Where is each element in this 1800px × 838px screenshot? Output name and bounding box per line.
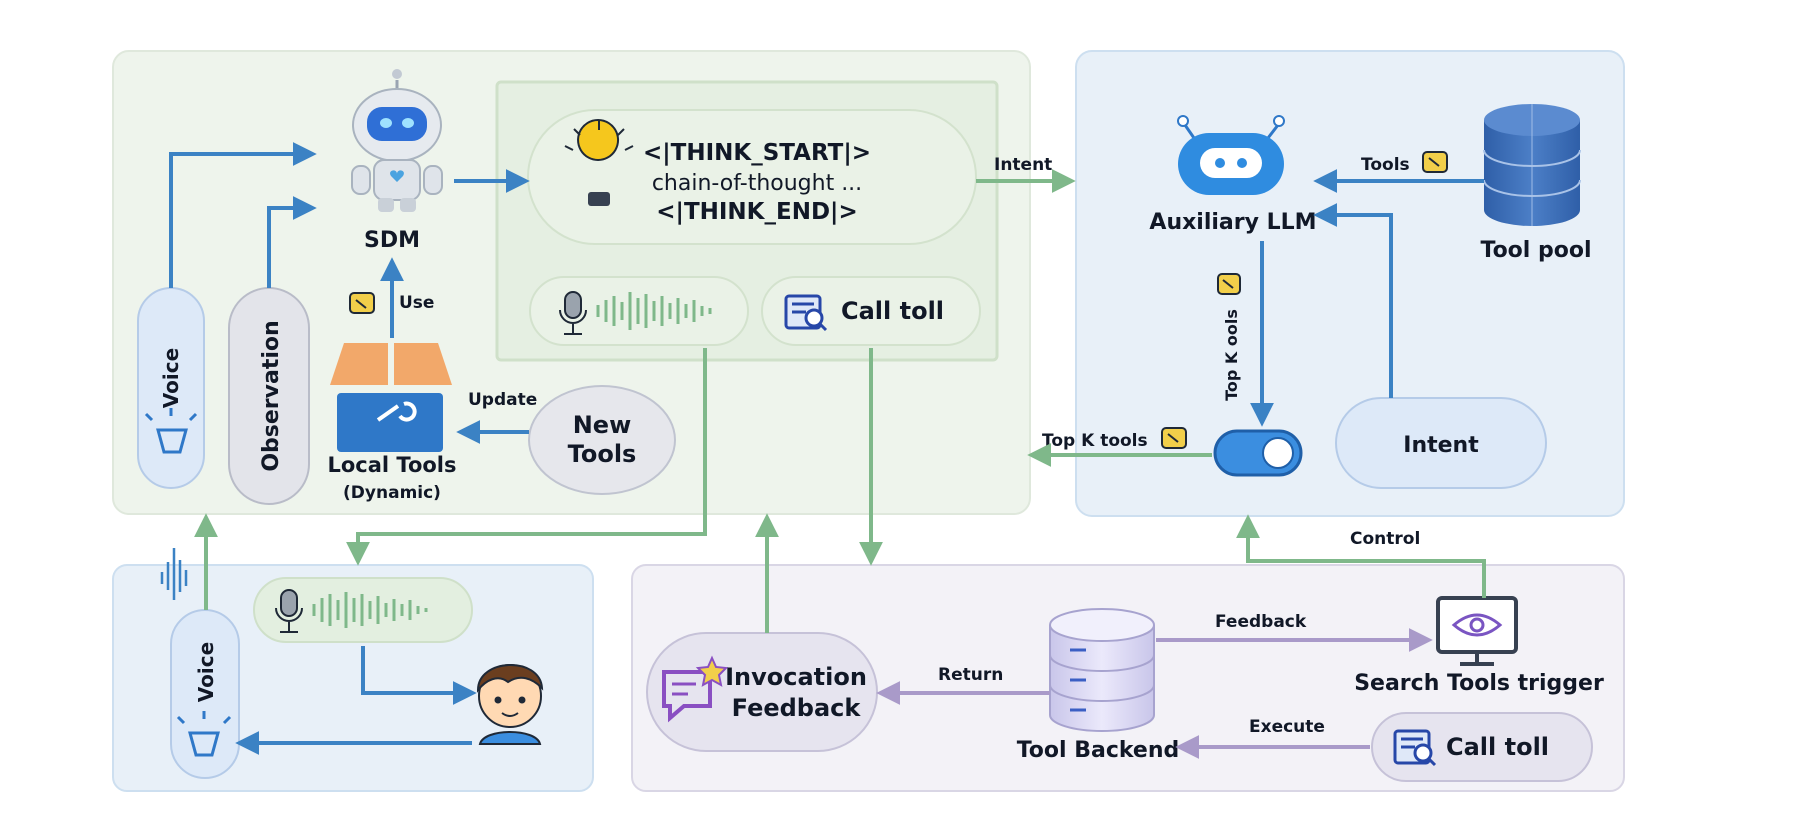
- user-voice-label: Voice: [194, 642, 218, 702]
- green-arrows: [194, 169, 1486, 633]
- call-tool-label: Call toll: [841, 297, 944, 325]
- tool-backend-database-icon: [1049, 608, 1155, 732]
- voice-to-user-panel-arrow: [346, 348, 707, 566]
- waveform-icon: [596, 292, 712, 330]
- voice-input-label: Voice: [159, 348, 183, 408]
- tools-label: Tools: [1361, 155, 1410, 175]
- microphone-icon: [559, 291, 587, 335]
- top-k-vertical-label: Top K ools: [1222, 309, 1241, 401]
- control-arrow: [1236, 514, 1486, 598]
- intent-label: Intent: [1403, 433, 1479, 458]
- tool-backend-label: Tool Backend: [1017, 738, 1180, 763]
- user-avatar-icon: [476, 664, 544, 745]
- think-start-token: <|THINK_START|>: [643, 140, 871, 166]
- blue-arrows: [169, 142, 1484, 755]
- observation-label: Observation: [259, 320, 284, 471]
- tool-pool-database-icon: [1483, 104, 1581, 226]
- user-speaker-icon: [176, 711, 232, 757]
- feedback-chat-icon: [662, 655, 729, 723]
- auxiliary-llm-robot-icon: [1177, 115, 1285, 195]
- purple-arrows: [876, 628, 1433, 759]
- local-tools-label: Local Tools: [327, 453, 456, 477]
- invocation-feedback-line1: Invocation: [725, 663, 867, 691]
- execute-label: Execute: [1249, 717, 1325, 737]
- intent-to-llm-arrow: [1313, 203, 1393, 398]
- update-label: Update: [468, 390, 537, 410]
- intent-pill: [1335, 397, 1547, 489]
- invocation-feedback-line2: Feedback: [732, 694, 862, 722]
- chain-of-thought-text: chain-of-thought ...: [652, 171, 862, 196]
- think-end-token: <|THINK_END|>: [656, 199, 857, 225]
- new-tools-node: [528, 385, 676, 495]
- sound-wave-icon: [160, 548, 188, 600]
- lightbulb-icon: [564, 119, 634, 206]
- tool-badge-icon: [349, 292, 375, 314]
- backend-call-tool-label: Call toll: [1446, 733, 1549, 761]
- invocation-feedback-pill: [646, 632, 878, 752]
- top-k-tools-badge-icon: [1161, 427, 1187, 449]
- new-tools-line2: Tools: [568, 440, 637, 468]
- feedback-label: Feedback: [1215, 612, 1307, 632]
- user-waveform-icon: [312, 592, 428, 628]
- local-tools-sublabel: (Dynamic): [343, 483, 441, 503]
- return-label: Return: [938, 665, 1003, 685]
- auxiliary-llm-label: Auxiliary LLM: [1149, 210, 1316, 235]
- top-k-tools-label: Top K tools: [1042, 431, 1148, 451]
- use-label: Use: [399, 293, 434, 313]
- speaker-icon: [144, 408, 198, 454]
- observation-to-sdm-arrow: [267, 196, 317, 288]
- sdm-robot-icon: [351, 69, 443, 212]
- wave-to-user-arrow: [361, 646, 477, 705]
- call-tool-icon: [784, 294, 828, 332]
- user-microphone-icon: [275, 589, 303, 633]
- voice-to-sdm-arrow: [169, 142, 317, 288]
- intent-edge-label: Intent: [994, 155, 1052, 175]
- backend-call-tool-icon: [1393, 729, 1437, 767]
- tool-pool-label: Tool pool: [1480, 238, 1591, 263]
- local-tools-box-icon: [330, 343, 452, 452]
- toggle-switch-icon: [1213, 429, 1303, 477]
- tools-badge-icon: [1422, 151, 1448, 173]
- top-k-badge-icon: [1217, 273, 1241, 295]
- control-label: Control: [1350, 529, 1420, 549]
- sdm-label: SDM: [364, 228, 420, 253]
- eye-monitor-icon: [1436, 596, 1518, 666]
- search-tools-trigger-label: Search Tools trigger: [1354, 671, 1604, 696]
- new-tools-line1: New: [573, 411, 632, 439]
